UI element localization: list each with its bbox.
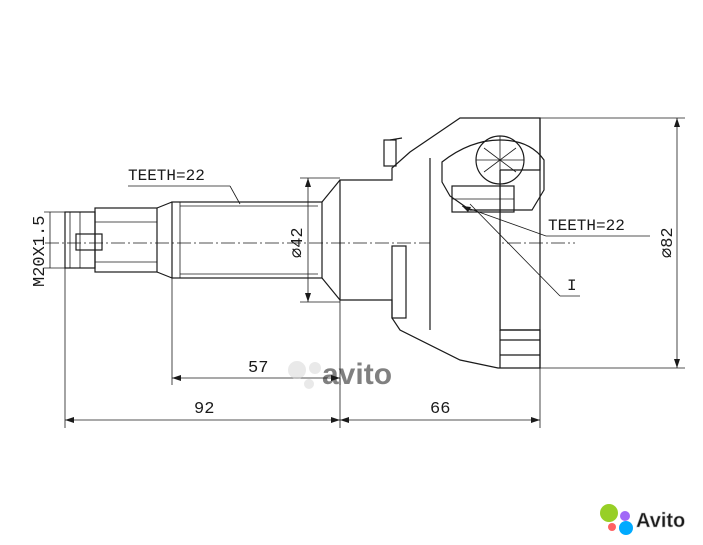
dimension-82: ⌀82 — [540, 117, 685, 369]
teeth-outer-label: TEETH=22 — [128, 167, 205, 185]
watermark-center: avito — [288, 358, 392, 391]
dim-len-92: 92 — [194, 400, 214, 419]
avito-dot-red — [608, 523, 616, 531]
dim-len-66: 66 — [430, 400, 450, 419]
dim-len-57: 57 — [248, 359, 268, 378]
dimension-92: 92 — [64, 268, 341, 428]
thread-dimension: M20X1.5 — [31, 211, 65, 287]
threaded-end — [64, 201, 173, 279]
watermark-corner-text: Avito — [636, 510, 685, 532]
splined-shaft — [171, 179, 341, 301]
detail-callout: I — [469, 203, 580, 297]
avito-dot-purple — [620, 511, 630, 521]
dim-housing-diameter: ⌀82 — [659, 227, 678, 258]
inner-race — [441, 135, 545, 213]
avito-dot-blue — [619, 521, 633, 535]
detail-label: I — [567, 277, 577, 295]
outer-housing — [339, 117, 541, 369]
watermark-center-text: avito — [322, 358, 392, 391]
dimension-66: 66 — [340, 368, 541, 428]
dimension-42: ⌀42 — [289, 177, 340, 303]
teeth-inner-label: TEETH=22 — [548, 217, 625, 235]
dim-shaft-diameter: ⌀42 — [289, 227, 308, 258]
thread-label: M20X1.5 — [31, 216, 50, 287]
dimension-57: 57 — [171, 278, 341, 385]
teeth-inner-callout: TEETH=22 — [461, 205, 650, 237]
avito-dot-green — [600, 504, 618, 522]
watermark-corner: Avito — [600, 504, 686, 535]
teeth-outer-callout: TEETH=22 — [128, 167, 241, 205]
